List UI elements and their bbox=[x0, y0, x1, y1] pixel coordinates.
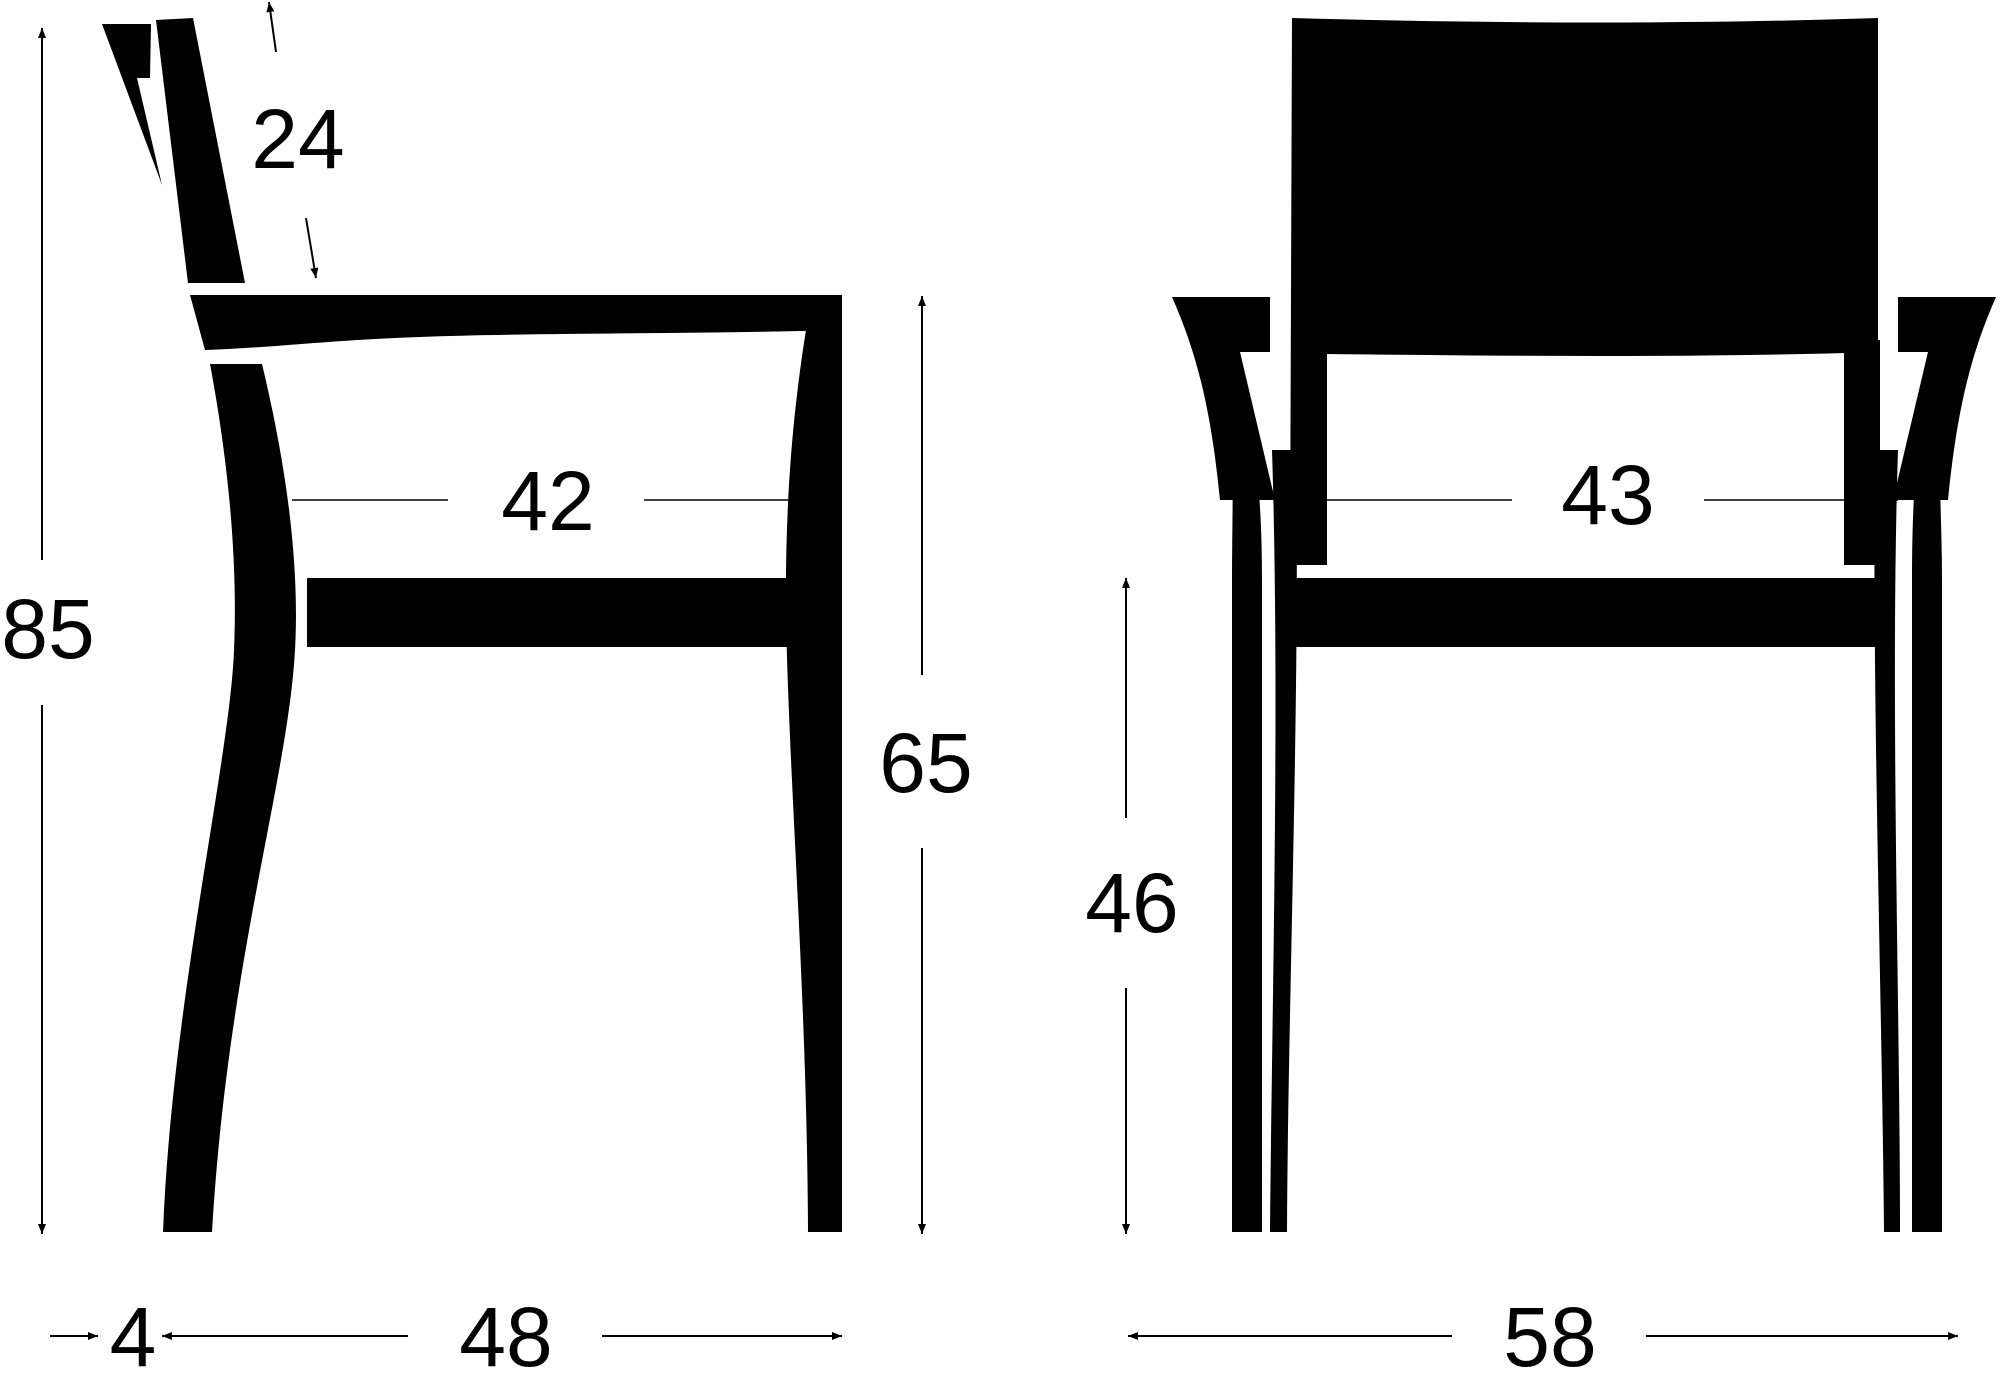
front-leg-left-outer bbox=[1200, 320, 1262, 1232]
front-leg-left-inner bbox=[1270, 450, 1297, 1232]
front-seat-rail bbox=[1278, 578, 1894, 647]
front-leg-right-inner bbox=[1874, 450, 1900, 1232]
dim-side-seat-depth: 42 bbox=[292, 454, 790, 548]
dim-side-armrest-height: 65 bbox=[879, 296, 973, 1234]
dim-label-58: 58 bbox=[1503, 1290, 1596, 1384]
side-seat-rail bbox=[307, 578, 807, 647]
side-backrest-post bbox=[156, 18, 245, 283]
side-backrest-cap bbox=[102, 24, 162, 185]
dim-side-backrest: 24 bbox=[251, 1, 345, 279]
dim-front-seat-height: 46 bbox=[1085, 578, 1179, 1234]
dim-label-4: 4 bbox=[110, 1290, 157, 1384]
dim-front-seat-width: 43 bbox=[1274, 448, 1898, 542]
side-front-leg bbox=[785, 330, 842, 1232]
dim-label-43: 43 bbox=[1561, 448, 1654, 542]
dim-label-46: 46 bbox=[1085, 856, 1178, 950]
dim-label-65: 65 bbox=[879, 716, 972, 810]
front-arm-cap-left bbox=[1172, 297, 1275, 500]
dim-label-48: 48 bbox=[459, 1290, 552, 1384]
front-arm-cap-right bbox=[1893, 297, 1996, 500]
side-rear-leg bbox=[163, 364, 296, 1232]
dim-side-depth: 4 48 bbox=[50, 1290, 842, 1384]
front-view: 43 46 58 bbox=[1085, 18, 1996, 1384]
dim-label-24: 24 bbox=[251, 92, 344, 186]
dim-front-width: 58 bbox=[1128, 1290, 1958, 1384]
dim-label-42: 42 bbox=[501, 454, 594, 548]
front-leg-right-outer bbox=[1912, 320, 1968, 1232]
front-backrest bbox=[1290, 18, 1878, 565]
dim-side-height-total: 85 bbox=[1, 28, 95, 1234]
front-back-post-right bbox=[1844, 340, 1880, 565]
dim-label-85: 85 bbox=[1, 582, 94, 676]
side-view: 85 24 42 65 4 48 bbox=[1, 1, 973, 1384]
side-armrest bbox=[190, 295, 842, 350]
